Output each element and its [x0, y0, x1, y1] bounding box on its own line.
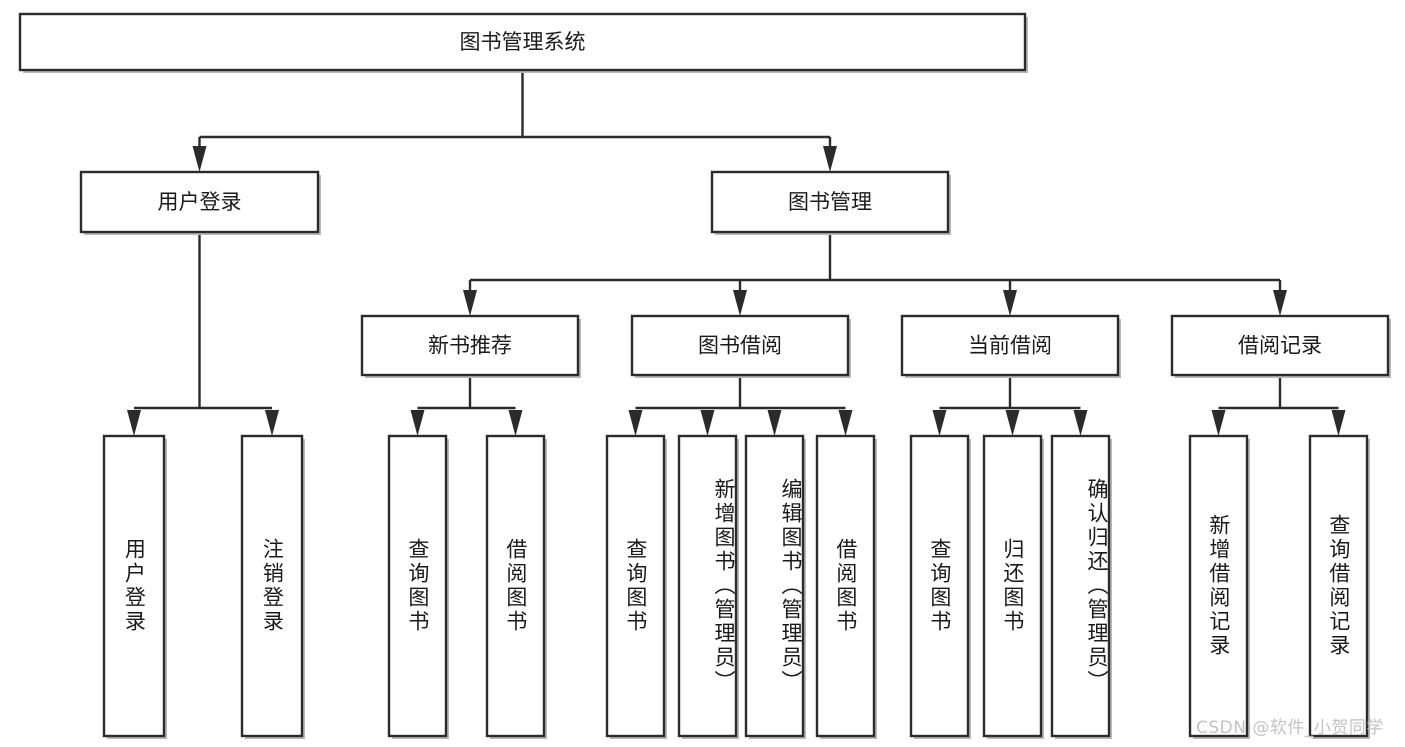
node-leaf-query-book-1-box — [387, 434, 448, 738]
node-leaf-confirm-return-box — [1050, 434, 1111, 738]
csdn-watermark: CSDN @软件_小贺同学 — [1196, 718, 1384, 738]
node-leaf-add-book-box — [677, 434, 738, 738]
arrow-to-borrow-record — [1273, 290, 1287, 316]
node-leaf-query-book-3-box — [909, 434, 970, 738]
arrow-to-current-borrow — [1003, 290, 1017, 316]
node-new-book-recommend-label: 新书推荐 — [428, 334, 512, 358]
node-leaf-edit-book-box — [744, 434, 805, 738]
node-book-management-box — [710, 170, 950, 234]
node-book-management-label: 图书管理 — [788, 190, 872, 214]
arrow-to-leaf-return-book — [1005, 410, 1020, 436]
node-book-borrow-label: 图书借阅 — [698, 334, 782, 358]
arrow-to-leaf-edit-book — [767, 410, 782, 436]
node-leaf-query-record-box — [1308, 434, 1369, 738]
node-new-book-recommend-box — [360, 314, 580, 377]
node-leaf-add-record-box — [1188, 434, 1249, 738]
node-book-borrow-box — [630, 314, 850, 377]
node-root-box — [18, 12, 1027, 72]
arrow-to-leaf-confirm-return — [1073, 410, 1088, 436]
node-user-login-label: 用户登录 — [158, 190, 242, 214]
arrow-to-leaf-borrow-book-2 — [838, 410, 853, 436]
node-borrow-record-label: 借阅记录 — [1238, 334, 1322, 358]
connectors-layer — [127, 70, 1346, 436]
arrow-to-user-login — [192, 146, 207, 172]
node-user-login-box — [79, 170, 320, 234]
arrow-to-leaf-add-book — [700, 410, 715, 436]
boxes-layer — [18, 12, 1391, 739]
arrow-to-leaf-query-record — [1331, 410, 1346, 436]
node-leaf-return-book-box — [982, 434, 1043, 738]
node-leaf-user-login-box — [102, 434, 166, 738]
node-leaf-query-book-2-box — [605, 434, 666, 738]
arrow-to-leaf-query-book-3 — [932, 410, 947, 436]
node-leaf-borrow-book-2-box — [815, 434, 876, 738]
node-leaf-user-logout-box — [240, 434, 304, 738]
arrow-to-book-borrow — [733, 290, 747, 316]
arrow-to-leaf-borrow-book-1 — [508, 410, 523, 436]
arrow-to-leaf-query-book-2 — [628, 410, 643, 436]
arrow-to-new-book-recommend — [463, 290, 477, 316]
arrow-to-book-management — [823, 146, 837, 172]
arrow-to-leaf-add-record — [1211, 410, 1226, 436]
node-current-borrow-label: 当前借阅 — [968, 334, 1052, 358]
node-leaf-borrow-book-1-box — [485, 434, 546, 738]
arrow-to-leaf-user-login — [127, 410, 141, 436]
node-borrow-record-box — [1170, 314, 1390, 377]
node-root-label: 图书管理系统 — [460, 30, 586, 54]
arrow-to-leaf-query-book-1 — [410, 410, 425, 436]
arrow-to-leaf-user-logout — [265, 410, 279, 436]
node-current-borrow-box — [900, 314, 1120, 377]
